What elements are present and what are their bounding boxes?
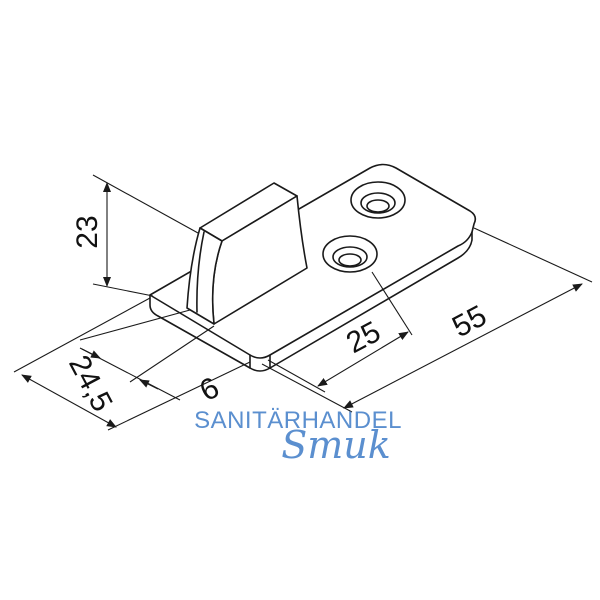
width-extension-right xyxy=(107,361,251,431)
dim-label-length: 55 xyxy=(447,299,492,344)
foot-extension-1 xyxy=(79,309,191,341)
height-extension-bottom xyxy=(92,283,154,297)
base-plate-front-edge xyxy=(149,231,473,372)
width-dim-line xyxy=(21,374,117,428)
width-extension-left xyxy=(13,297,151,373)
foot-arrow-in-1 xyxy=(81,348,101,359)
dim-label-width: 24,5 xyxy=(62,350,119,417)
length-extension-left xyxy=(261,363,353,413)
dimension-lines xyxy=(13,174,593,431)
watermark-line1: SANITÄRHANDEL xyxy=(194,407,402,434)
watermark-logo: SANITÄRHANDEL Smuk xyxy=(194,407,402,467)
hole-lower xyxy=(322,235,378,273)
spacing-extension-left xyxy=(267,359,326,393)
dim-label-height: 23 xyxy=(71,215,104,248)
height-extension-top xyxy=(92,174,199,234)
upright-side-face xyxy=(186,227,223,325)
watermark-line2: Smuk xyxy=(281,423,391,467)
bracket-part xyxy=(149,163,477,372)
length-dim-line xyxy=(343,283,583,409)
hole-upper xyxy=(350,181,406,219)
upright-ridge xyxy=(196,231,205,313)
foot-arrow-in-2 xyxy=(139,379,159,390)
foot-extension-2 xyxy=(129,325,215,383)
length-extension-right xyxy=(473,227,593,283)
